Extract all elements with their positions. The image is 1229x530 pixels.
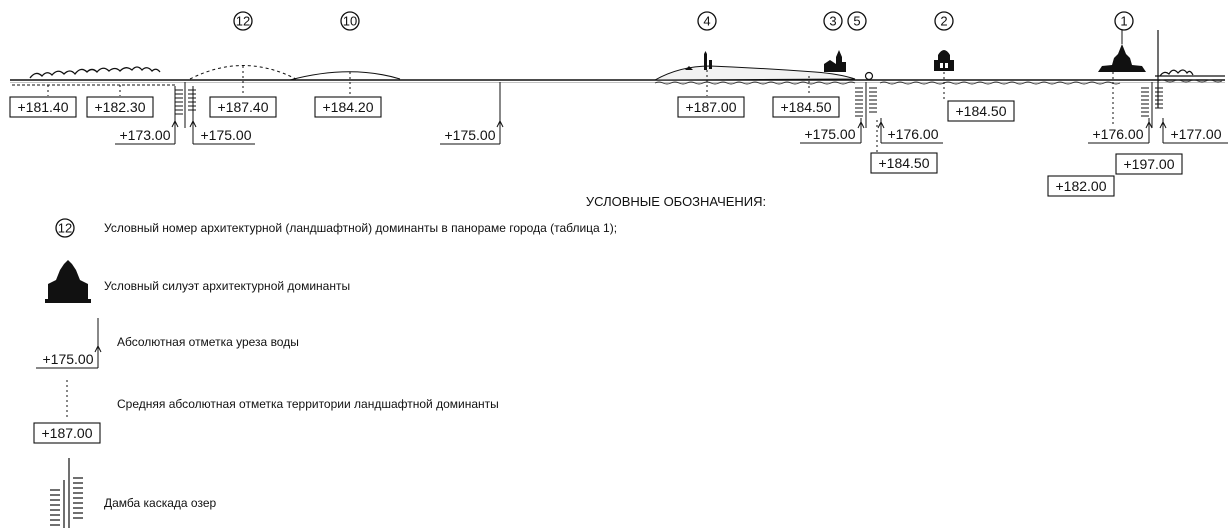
landscape-dominant-10 [289, 71, 401, 81]
water-level-label: +177.00 [1171, 126, 1222, 142]
dominant-marker-4: 4 [697, 11, 717, 31]
water-wave [879, 81, 1121, 85]
marker-5-point [864, 71, 874, 81]
water-level-label: +175.00 [201, 127, 252, 143]
dam-cascade [175, 82, 196, 128]
legend-water-level-desc: Абсолютная отметка уреза воды [117, 335, 299, 349]
water-level-marker [496, 82, 504, 144]
church-silhouette-1 [1098, 44, 1146, 72]
dominant-marker-3: 3 [823, 11, 843, 31]
dominant-number-2: 2 [940, 14, 947, 29]
water-level-marker [857, 118, 865, 143]
elevation-label: +197.00 [1124, 156, 1175, 172]
water-level-marker [877, 118, 885, 143]
dominant-marker-10: 10 [340, 11, 360, 31]
dominant-number-10: 10 [343, 14, 357, 29]
tower-silhouette-4 [685, 51, 712, 70]
legend-territory-box [33, 422, 101, 444]
dam-cascade [855, 82, 877, 128]
elevation-label: +182.00 [1056, 178, 1107, 194]
tree-silhouette [29, 66, 161, 79]
dotted-leader [47, 66, 1114, 153]
water-level-label: +173.00 [120, 127, 171, 143]
water-wave [1157, 79, 1223, 83]
legend-silhouette-icon [45, 260, 91, 303]
legend-silhouette-desc: Условный силуэт архитектурной доминанты [104, 279, 350, 293]
water-level-marker [1145, 118, 1153, 143]
elevation-label: +184.50 [879, 155, 930, 171]
elevation-label: +181.40 [18, 99, 69, 115]
legend-territory-sample: +187.00 [42, 425, 93, 441]
dominant-marker-12: 12 [233, 11, 253, 31]
landscape-dominant-12 [189, 65, 297, 80]
dominant-number-5: 5 [853, 14, 860, 29]
water-level-label: +175.00 [445, 127, 496, 143]
dominant-number-4: 4 [703, 14, 710, 29]
water-wave [654, 81, 856, 85]
dominant-number-12: 12 [236, 14, 250, 29]
elevation-label: +187.00 [686, 99, 737, 115]
horizon-line [10, 75, 1225, 83]
water-level-marker [171, 86, 179, 144]
dominant-marker-2: 2 [934, 11, 954, 31]
elevation-label: +184.50 [781, 99, 832, 115]
dam-cascade [1141, 82, 1163, 128]
water-level-label: +176.00 [888, 126, 939, 142]
dominant-marker-5: 5 [847, 11, 867, 31]
elevation-label: +182.30 [95, 99, 146, 115]
church-silhouette-2 [934, 50, 954, 71]
legend-dam-desc: Дамба каскада озер [104, 496, 216, 510]
church-silhouette-3 [824, 50, 846, 72]
legend-number: 12 [58, 221, 72, 236]
elevation-label: +187.40 [218, 99, 269, 115]
water-level-label: +175.00 [805, 126, 856, 142]
water-level-label: +176.00 [1093, 126, 1144, 142]
elevation-label: +184.50 [956, 103, 1007, 119]
legend-water-level-sample: +175.00 [43, 351, 94, 367]
legend-water-level-icon [36, 318, 102, 369]
legend-territory-desc: Средняя абсолютная отметка территории ла… [117, 397, 499, 411]
elevation-label: +184.20 [323, 99, 374, 115]
dominant-marker-1: 1 [1114, 11, 1134, 31]
dominant-number-3: 3 [829, 14, 836, 29]
legend-dam-icon [50, 458, 83, 528]
water-level-marker [1159, 118, 1167, 143]
tree-silhouette-right [1159, 69, 1194, 77]
water-level-marker [189, 86, 197, 144]
legend-number-sample: 12 [55, 218, 75, 238]
dominant-number-1: 1 [1120, 14, 1127, 29]
legend-title: УСЛОВНЫЕ ОБОЗНАЧЕНИЯ: [586, 194, 766, 209]
legend-number-desc: Условный номер архитектурной (ландшафтно… [104, 221, 617, 235]
